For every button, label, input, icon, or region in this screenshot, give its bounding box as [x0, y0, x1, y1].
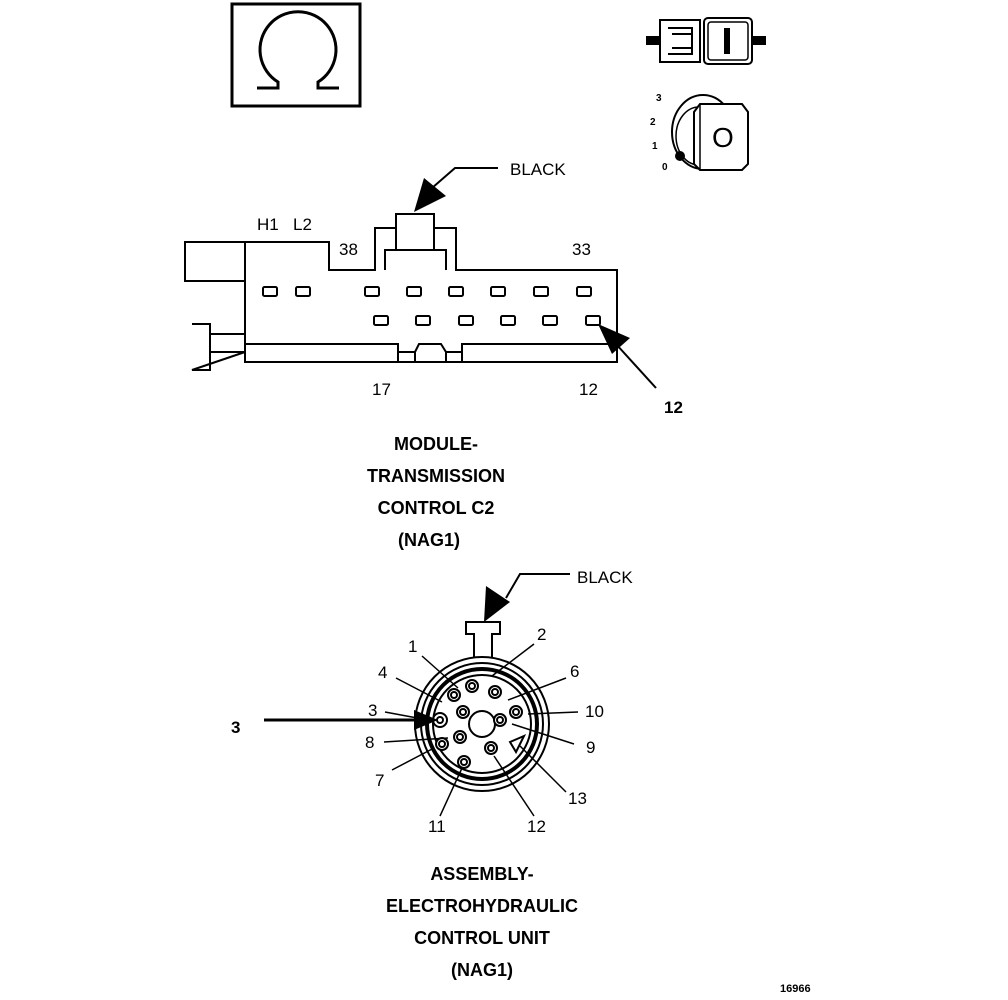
ehcu-pin-cavities: [432, 679, 527, 769]
ehcu-callout-3: 3: [231, 718, 241, 737]
tcm-pin-label-38: 38: [339, 240, 358, 259]
ehcu-pin-label-4: 4: [378, 663, 388, 682]
ehcu-pin-label-8: 8: [365, 733, 375, 752]
ehcu-pin-label-7: 7: [375, 771, 385, 790]
ehcu-pin-label-3: 3: [368, 701, 378, 720]
ehcu-color-label: BLACK: [577, 568, 633, 587]
tcm-title: MODULE- TRANSMISSION CONTROL C2 (NAG1): [286, 428, 586, 556]
ehcu-pin-label-11: 11: [428, 817, 446, 836]
key-letter: O: [712, 122, 734, 153]
tcm-title-line-4: (NAG1): [398, 530, 460, 550]
tcm-pin-label-h1: H1: [257, 215, 279, 234]
tcm-pin-label-33: 33: [572, 240, 591, 259]
ehcu-pin-label-9: 9: [586, 738, 596, 757]
tcm-pin-cavities: [262, 286, 601, 326]
figure-number: 16966: [780, 983, 811, 995]
ehcu-title-line-4: (NAG1): [451, 960, 513, 980]
key-position-1: 1: [652, 141, 658, 152]
ehcu-pin-leaders: [383, 643, 579, 817]
ehcu-connector-body: [414, 573, 570, 792]
tcm-color-leader: [414, 167, 498, 212]
ehcu-pin-label-10: 10: [585, 702, 604, 721]
ignition-key-icon: [671, 94, 749, 171]
tcm-color-label: BLACK: [510, 160, 566, 179]
key-position-0: 0: [662, 162, 668, 173]
key-position-2: 2: [650, 117, 656, 128]
tcm-pin-label-l2: L2: [293, 215, 312, 234]
ehcu-pin-label-1: 1: [408, 637, 418, 656]
connector-icon: [646, 17, 766, 65]
tcm-title-line-3: CONTROL C2: [377, 498, 495, 518]
ehcu-pin-label-2: 2: [537, 625, 547, 644]
ehcu-title-line-1: ASSEMBLY-: [430, 864, 534, 884]
tcm-pin-label-17: 17: [372, 380, 391, 399]
tcm-pin-label-12: 12: [579, 380, 598, 399]
ehcu-pin-label-12: 12: [527, 817, 546, 836]
key-position-3: 3: [656, 93, 662, 104]
tcm-title-line-1: MODULE-: [394, 434, 478, 454]
tcm-connector-body: [184, 213, 618, 371]
ehcu-callout-leader: [264, 710, 438, 730]
ehcu-title-line-2: ELECTROHYDRAULIC: [386, 896, 578, 916]
tcm-callout-12: 12: [664, 398, 683, 417]
ehcu-pin-label-6: 6: [570, 662, 580, 681]
tcm-callout-leader: [598, 324, 657, 389]
ehcu-title-line-3: CONTROL UNIT: [414, 928, 550, 948]
ehcu-pin-label-13: 13: [568, 789, 587, 808]
ehcu-title: ASSEMBLY- ELECTROHYDRAULIC CONTROL UNIT …: [332, 858, 632, 986]
ohm-icon: [230, 2, 362, 108]
tcm-title-line-2: TRANSMISSION: [366, 466, 505, 486]
